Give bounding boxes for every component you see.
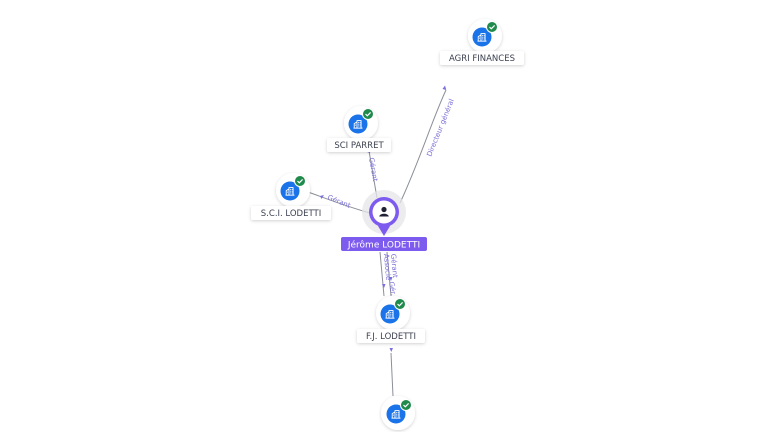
edge-label-fj-lodetti-1: Gérant xyxy=(389,253,399,278)
edge-arrow-fj-lodetti-a xyxy=(382,284,386,288)
verified-check-icon xyxy=(362,108,374,120)
edge-label-fj-lodetti-2: Associé xyxy=(382,253,392,280)
verified-check-icon xyxy=(486,21,498,33)
edge-fj-lodetti-a xyxy=(379,251,385,297)
person-label-box xyxy=(341,237,427,251)
company-node-sci-parret[interactable]: SCI PARRET xyxy=(327,106,391,152)
edge-agri-finances xyxy=(399,89,447,204)
company-name: AGRI FINANCES xyxy=(449,54,515,64)
company-name: SCI PARRET xyxy=(334,141,384,151)
company-avatar xyxy=(280,181,300,201)
company-label-box xyxy=(440,51,524,65)
edge-bottom-company xyxy=(390,352,394,397)
verified-check-icon xyxy=(294,175,306,187)
company-label-box xyxy=(357,329,425,343)
company-avatar xyxy=(472,27,492,47)
company-name: S.C.I. LODETTI xyxy=(261,209,321,219)
company-avatar xyxy=(348,114,368,134)
person-icon xyxy=(379,206,389,217)
company-node-agri-finances[interactable]: AGRI FINANCES xyxy=(440,19,524,65)
company-label-box xyxy=(327,138,391,152)
edge-arrow-sci-lodetti xyxy=(320,195,324,199)
edge-label-sci-parret: Gérant xyxy=(367,157,379,182)
edge-arrow-agri-finances xyxy=(442,85,447,90)
verified-check-icon xyxy=(400,399,412,411)
edge-label-fj-lodetti-3: Gér... xyxy=(387,281,398,301)
edge-arrow-bottom-company xyxy=(389,348,393,352)
verified-check-icon xyxy=(394,298,406,310)
company-avatar xyxy=(386,404,406,424)
person-node-center[interactable]: Jérôme LODETTI xyxy=(341,190,427,251)
person-name: Jérôme LODETTI xyxy=(347,240,420,251)
edge-sci-parret xyxy=(367,144,378,199)
company-avatar xyxy=(380,304,400,324)
person-pin-tip xyxy=(378,226,390,236)
edge-fj-lodetti-b xyxy=(386,251,392,297)
company-label-box xyxy=(251,206,331,220)
company-node-bottom[interactable] xyxy=(381,396,415,430)
edge-arrow-fj-lodetti-b xyxy=(389,277,393,281)
company-node-sci-lodetti[interactable]: S.C.I. LODETTI xyxy=(251,173,331,220)
company-node-fj-lodetti[interactable]: F.J. LODETTI xyxy=(357,296,425,343)
company-name: F.J. LODETTI xyxy=(366,332,416,342)
